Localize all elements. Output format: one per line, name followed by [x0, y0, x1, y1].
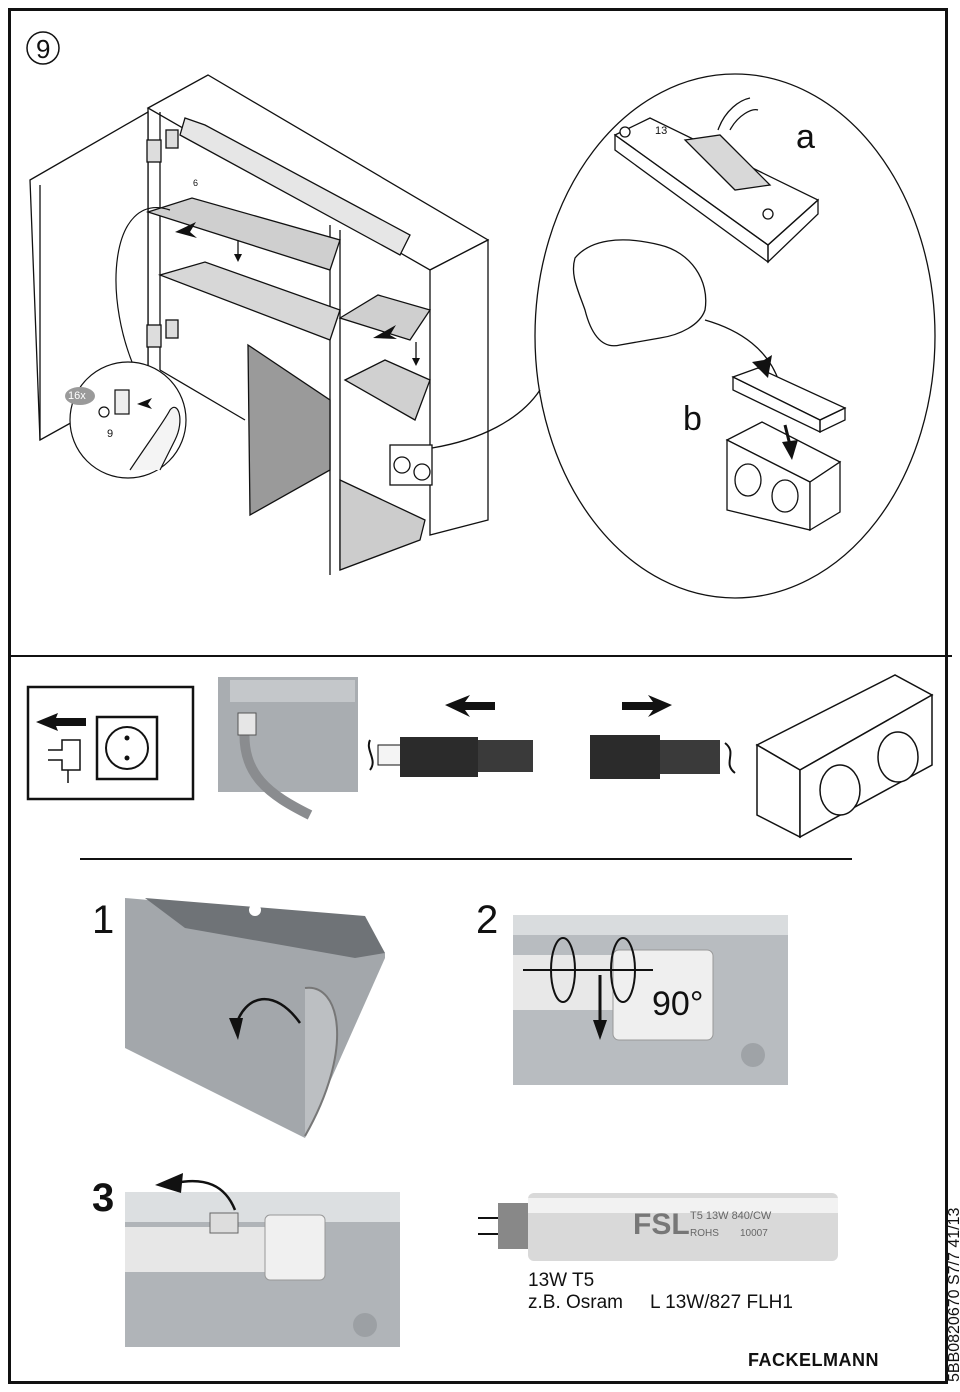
pull-right-arrow [622, 695, 672, 717]
lamp-example: z.B. Osram [528, 1292, 624, 1313]
cable-break-right [724, 742, 736, 774]
cover-lip [304, 986, 339, 1137]
step-circle [26, 31, 60, 65]
tube-print-1: T5 13W 840/CW [690, 1210, 772, 1222]
down-arrow-head [593, 1020, 607, 1040]
housing-top [230, 680, 355, 702]
direction-arrows [175, 222, 420, 366]
housing-cable [239, 724, 313, 820]
cover-hole [249, 904, 261, 916]
tube [125, 1227, 275, 1272]
callout-b: b [683, 400, 702, 438]
tube-print-3: 10007 [740, 1228, 768, 1239]
step-3-label: 3 [92, 1176, 115, 1220]
socket-hole-bottom [124, 755, 130, 761]
unplug-arrow [36, 713, 86, 731]
document-code: 5BB0820670 S7/7 41/13 [946, 1207, 960, 1382]
remove-arrow [174, 1179, 237, 1211]
fixture-rail [125, 1192, 400, 1222]
steps-divider [80, 858, 852, 860]
brand-logo: FACKELMANN [748, 1350, 879, 1370]
step-1-photo [125, 898, 385, 1138]
tube-print-2: ROHS [690, 1228, 719, 1239]
label-9: 9 [107, 428, 114, 440]
tube-brand: FSL [633, 1208, 690, 1241]
fixture-rail [513, 915, 788, 935]
rotation-label: 90° [652, 985, 704, 1023]
detail-zoom [431, 73, 936, 599]
socket-hole-top [124, 735, 130, 741]
step-1-label: 1 [92, 898, 115, 942]
step-2-label: 2 [476, 898, 499, 942]
count-16x: 16x [68, 390, 86, 402]
lamp-model: L 13W/827 FLH1 [650, 1292, 793, 1313]
cover-top-edge [145, 898, 385, 958]
section-divider [8, 655, 952, 657]
unplug-illustration [26, 674, 934, 839]
cabinet-body [29, 74, 490, 575]
shelf-pin-label: 6 [193, 178, 199, 188]
lamp-holder [264, 1214, 326, 1281]
step-3-photo [125, 1173, 400, 1347]
page-frame [8, 8, 948, 1384]
socket-ring [105, 726, 149, 770]
plug-icon [48, 739, 81, 783]
connector-male [400, 737, 478, 777]
lamp-holder [612, 949, 714, 1041]
step-number: 9 [36, 34, 51, 64]
rotation-ring-1 [550, 937, 576, 1003]
lamp-tube [478, 1193, 838, 1261]
rotation-ring-2 [610, 937, 636, 1003]
fixture-screw [741, 1043, 765, 1067]
rotate-arrow-head [229, 1018, 243, 1040]
tube-cap [498, 1203, 530, 1249]
label-13: 13 [655, 125, 668, 137]
step-2-photo [513, 915, 788, 1085]
connector-female [590, 735, 660, 779]
remove-arrow-head [155, 1173, 183, 1193]
pull-left-arrow [445, 695, 495, 717]
holder-clip [209, 1212, 239, 1234]
callout-a: a [796, 118, 815, 156]
housing-connector [237, 712, 257, 736]
cabinet-illustration [26, 31, 936, 599]
socket-box [755, 674, 934, 839]
connector-male-pins [478, 740, 533, 772]
fixture-screw [353, 1313, 377, 1337]
clip-zoom [69, 207, 187, 479]
tube-glass-highlight [528, 1198, 838, 1213]
rotate-arrow [233, 997, 302, 1029]
connector-female-body [660, 740, 720, 774]
count-badge [65, 387, 95, 405]
detail-arrows [752, 355, 798, 460]
lamp-type: 13W T5 [528, 1270, 595, 1291]
cable-left [377, 744, 404, 766]
cable-break-left [367, 739, 374, 771]
tube-pins [478, 1217, 500, 1235]
